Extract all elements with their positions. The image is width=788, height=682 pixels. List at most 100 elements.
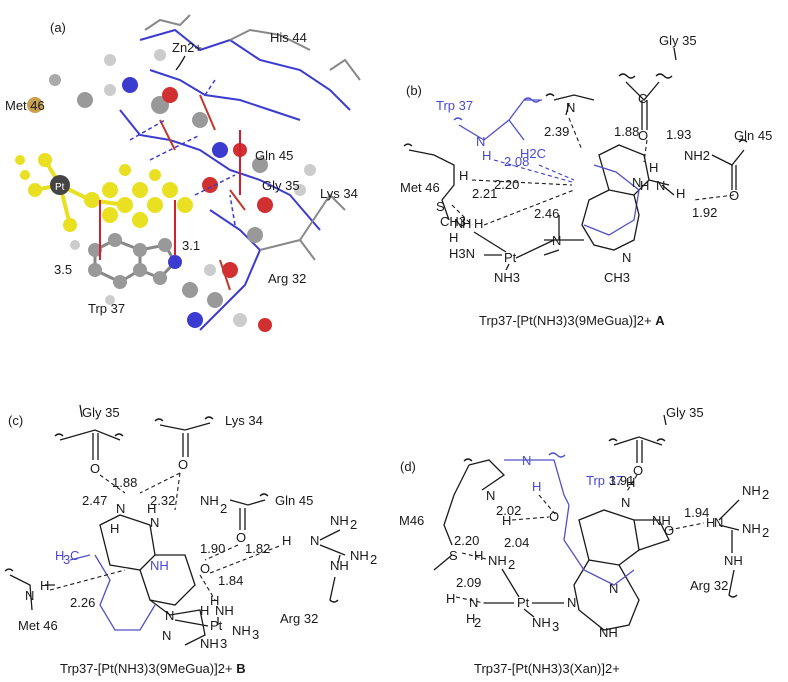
label-trp37: Trp 37 [436, 98, 473, 113]
svg-text:H: H [449, 230, 458, 245]
hbond-o-2 [643, 139, 648, 163]
met-ch3: CH3 [440, 214, 466, 229]
svg-text:H: H [626, 475, 635, 490]
hbond-met-h [471, 179, 573, 186]
dist-1-88: 1.88 [112, 475, 137, 490]
svg-text:N: N [656, 178, 665, 193]
svg-text:3: 3 [63, 552, 70, 567]
svg-text:C: C [70, 548, 79, 563]
svg-text:N: N [454, 216, 463, 231]
hbond-n-1 [568, 117, 583, 151]
svg-text:3: 3 [552, 619, 559, 634]
svg-text:N: N [150, 515, 159, 530]
svg-text:2: 2 [370, 552, 377, 567]
svg-text:2: 2 [474, 615, 481, 630]
label-zn: Zn2+ [172, 40, 202, 55]
svg-text:N: N [522, 453, 531, 468]
svg-text:NH: NH [330, 558, 349, 573]
h2c-label: H2C [520, 146, 546, 161]
atom-spheres [27, 49, 316, 332]
svg-text:H: H [706, 515, 715, 530]
protein-wireframe [119, 28, 351, 331]
svg-text:H: H [532, 479, 541, 494]
zn-pointer [175, 55, 186, 71]
dist-1-93: 1.93 [666, 127, 691, 142]
svg-text:N: N [310, 533, 319, 548]
trp37-group: N H [504, 452, 570, 506]
trp37-ring [70, 233, 182, 305]
label-arg32: Arg 32 [268, 271, 306, 286]
label-met46: Met 46 [5, 98, 45, 113]
pt-label: Pt [504, 250, 517, 265]
caption-b: Trp37-[Pt(NH3)3(9MeGua)]2+ A [479, 313, 665, 328]
svg-text:N: N [714, 515, 723, 530]
dist-1-92: 1.92 [692, 205, 717, 220]
backbone-nh: N H [463, 458, 511, 528]
label-met46: Met 46 [400, 180, 440, 195]
svg-text:S: S [449, 548, 458, 563]
svg-text:O: O [90, 461, 100, 476]
svg-text:O: O [638, 128, 648, 143]
svg-text:H: H [110, 521, 119, 536]
svg-text:O: O [236, 530, 246, 545]
svg-text:N: N [486, 488, 495, 503]
panel-b-diagram: (b) C O Gly 35 N Trp 37 N H H2C Gln 45 O… [400, 33, 772, 328]
svg-text:NH: NH [488, 553, 507, 568]
dist-1-82: 1.82 [245, 541, 270, 556]
dist-1-88: 1.88 [614, 124, 639, 139]
met46-group: S CH3 H [403, 143, 468, 229]
svg-text:N: N [469, 595, 478, 610]
svg-text:NH: NH [232, 623, 251, 638]
svg-text:2: 2 [762, 525, 769, 540]
dist-2-39: 2.39 [544, 124, 569, 139]
svg-text:N: N [116, 501, 125, 516]
svg-text:N: N [567, 595, 576, 610]
svg-text:H: H [147, 501, 156, 516]
hbond-dashes [129, 79, 236, 226]
svg-text:O: O [729, 188, 739, 203]
trp37-group: N H [453, 97, 542, 163]
panel-a-3d-model: (a) [5, 14, 361, 332]
dist-2-21: 2.21 [472, 186, 497, 201]
label-gln45: Gln 45 [734, 128, 772, 143]
svg-text:H: H [676, 186, 685, 201]
dist-2-26: 2.26 [70, 595, 95, 610]
svg-text:H: H [40, 578, 49, 593]
protein-sticks [144, 14, 361, 261]
panel-a: (a) [0, 0, 394, 345]
met46-group: S H H [433, 464, 483, 606]
dist-2-46: 2.46 [534, 206, 559, 221]
svg-text:3: 3 [252, 627, 259, 642]
svg-text:H: H [459, 168, 468, 183]
dist-2-32: 2.32 [150, 493, 175, 508]
panel-c-diagram: (c) Gly 35 O Lys 34 O Gln 45 NH 2 O NH 2… [4, 404, 377, 676]
label-his44: His 44 [270, 30, 307, 45]
svg-text:H: H [502, 513, 511, 528]
dist-2-09: 2.09 [456, 575, 481, 590]
svg-text:NH: NH [150, 558, 169, 573]
label-lys34: Lys 34 [225, 413, 263, 428]
gly35-carbonyl: O [608, 414, 667, 478]
dist-1-84: 1.84 [218, 573, 243, 588]
svg-text:N: N [25, 588, 34, 603]
distance-3-5: 3.5 [54, 262, 72, 277]
svg-text:H: H [466, 611, 475, 626]
guanine-ch3: CH3 [604, 270, 630, 285]
svg-text:O: O [549, 509, 559, 524]
lys34-carbonyl: O [154, 416, 214, 472]
hbond-trp-ch2 [538, 164, 575, 181]
svg-text:N: N [476, 134, 485, 149]
label-gly35: Gly 35 [666, 405, 704, 420]
nme-group: N [545, 93, 595, 116]
svg-text:H: H [210, 593, 219, 608]
label-trp37: Trp 37 [586, 473, 623, 488]
met46-group: N H [4, 568, 55, 611]
label-met46: Met 46 [18, 618, 58, 633]
panel-d-diagram: (d) Gly 35 O Trp 37 N H N H M46 S H H NH… [399, 405, 769, 676]
svg-text:NH: NH [200, 493, 219, 508]
met-s: S [436, 199, 445, 214]
svg-text:H: H [200, 603, 209, 618]
svg-text:H: H [649, 160, 658, 175]
label-arg32: Arg 32 [280, 611, 318, 626]
dist-1-91: 1.91 [609, 473, 634, 488]
